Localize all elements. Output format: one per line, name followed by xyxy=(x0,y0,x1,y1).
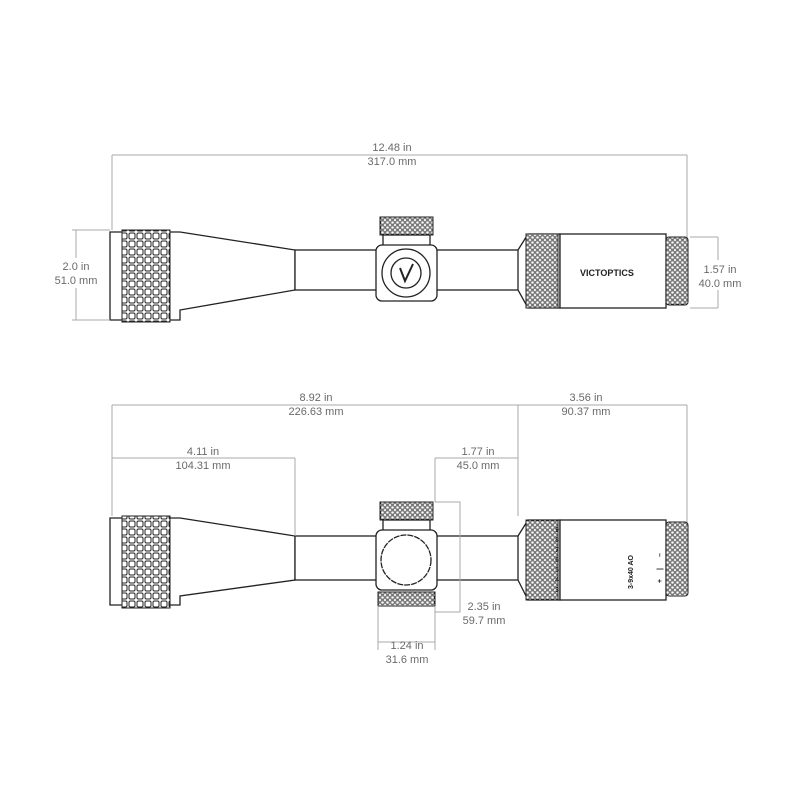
diopter-index: | xyxy=(657,568,664,570)
overall-length-in: 12.48 in xyxy=(372,142,411,154)
turret-height-mm: 59.7 mm xyxy=(463,615,506,627)
diopter-ring xyxy=(665,236,689,306)
focus-knurl xyxy=(121,515,171,609)
eyepiece-body xyxy=(559,519,667,601)
overall-length-mm: 317.0 mm xyxy=(368,156,417,168)
zoom-scale-number: 6 xyxy=(555,557,559,564)
logo-v-icon xyxy=(399,263,414,284)
zoom-scale-number: 5 xyxy=(555,567,559,574)
zoom-scale-number: 7 xyxy=(555,547,559,554)
diopter-ring xyxy=(665,521,689,597)
turret-width-mm: 31.6 mm xyxy=(386,654,429,666)
brand-label: VICTOPTICS xyxy=(580,268,634,278)
zoom-ring xyxy=(525,519,559,601)
turret-to-eyepiece-mm: 45.0 mm xyxy=(457,460,500,472)
top-scope: VICTOPTICS xyxy=(109,216,689,323)
obj-to-eyepiece-mm: 226.63 mm xyxy=(288,406,343,418)
side-scope: 3-9x40 AO + | – xyxy=(109,501,689,609)
turret-width-in: 1.24 in xyxy=(390,640,423,652)
side-parallax-knob xyxy=(380,534,432,586)
diopter-minus: – xyxy=(657,553,664,557)
eyepiece-length-in: 3.56 in xyxy=(569,392,602,404)
windage-knob xyxy=(377,591,436,607)
zoom-ring xyxy=(525,233,559,309)
objective-section-in: 4.11 in xyxy=(187,446,219,458)
zoom-scale-number: 4 xyxy=(555,577,559,584)
eyepiece-length-mm: 90.37 mm xyxy=(562,406,611,418)
zoom-scale-number: 8 xyxy=(555,537,559,544)
eyepiece-diameter-mm: 40.0 mm xyxy=(699,278,742,290)
objective-diameter-mm: 51.0 mm xyxy=(55,275,98,287)
obj-to-eyepiece-in: 8.92 in xyxy=(299,392,332,404)
focus-knurl xyxy=(121,229,171,323)
elevation-knob xyxy=(379,501,434,521)
turret-to-eyepiece-in: 1.77 in xyxy=(461,446,494,458)
model-label: 3-9x40 AO xyxy=(628,554,635,589)
eyepiece-diameter-in: 1.57 in xyxy=(703,264,736,276)
turret-height-in: 2.35 in xyxy=(467,601,500,613)
objective-diameter-in: 2.0 in xyxy=(63,261,90,273)
elevation-knob xyxy=(379,216,434,236)
zoom-scale-number: 3 xyxy=(555,587,559,594)
logo-ring xyxy=(390,257,422,289)
top-dimensions: 12.48 in 317.0 mm 2.0 in 51.0 mm 1.57 in… xyxy=(55,142,742,321)
objective-section-mm: 104.31 mm xyxy=(175,460,230,472)
diopter-plus: + xyxy=(657,579,664,583)
side-dimensions: 8.92 in 226.63 mm 3.56 in 90.37 mm 4.11 … xyxy=(111,392,688,666)
zoom-scale-number: 9 xyxy=(555,527,559,534)
